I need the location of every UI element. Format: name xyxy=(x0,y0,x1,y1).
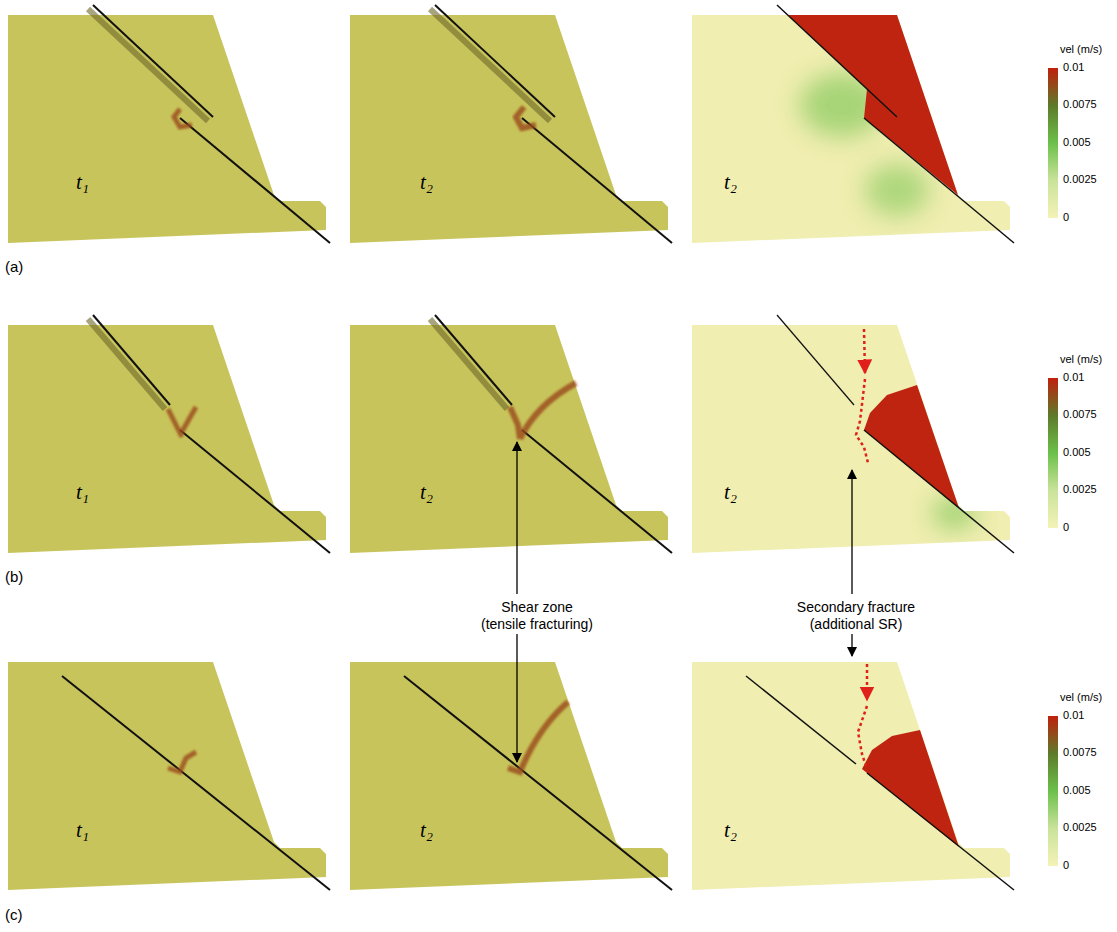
slope-panel-part xyxy=(88,319,165,409)
panel-label: (b) xyxy=(5,568,23,586)
slope-panel xyxy=(8,315,330,553)
leader-arrow xyxy=(851,470,852,594)
color-bar xyxy=(1048,378,1058,528)
colorbar-tick: 0.0025 xyxy=(1063,173,1097,186)
time-label: t₂ xyxy=(420,818,433,843)
time-label: t₁ xyxy=(76,170,89,195)
slope-panel-part xyxy=(8,325,326,553)
slope-panel-part xyxy=(522,118,672,243)
slope-panel xyxy=(350,662,672,890)
colorbar-title: vel (m/s) xyxy=(1060,43,1102,56)
velocity-panel-part xyxy=(777,5,897,117)
slope-panel xyxy=(8,662,330,890)
slope-panel-part xyxy=(510,383,576,439)
velocity-panel xyxy=(692,315,1014,553)
velocity-panel-part xyxy=(864,430,1014,553)
velocity-panel-part xyxy=(692,325,1010,553)
slope-panel-part xyxy=(350,662,668,890)
time-label: t₂ xyxy=(724,480,737,505)
colorbar-tick: 0.005 xyxy=(1063,446,1091,459)
colorbar-tick: 0.01 xyxy=(1063,371,1084,384)
color-bar xyxy=(1048,716,1058,866)
velocity-panel-part xyxy=(692,15,1010,243)
velocity-panel-part xyxy=(864,118,1014,243)
velocity-panel-part xyxy=(858,706,867,766)
time-label: t₂ xyxy=(724,818,737,843)
velocity-panel-part xyxy=(867,773,1014,890)
velocity-panel-part xyxy=(777,315,854,405)
slope-panel-part xyxy=(174,109,192,127)
slope-panel-part xyxy=(62,676,330,890)
colorbar-title: vel (m/s) xyxy=(1060,691,1102,704)
slope-panel-part xyxy=(168,752,196,772)
colorbar-tick: 0.0025 xyxy=(1063,821,1097,834)
colorbar-tick: 0.0075 xyxy=(1063,746,1097,759)
slope-panel-part xyxy=(404,676,672,890)
velocity-panel xyxy=(692,662,1014,890)
callout-label: Shear zone (tensile fracturing) xyxy=(479,598,595,634)
callout-label: Secondary fracture (additional SR) xyxy=(794,598,918,634)
slope-panel-part xyxy=(180,118,330,243)
slope-panel xyxy=(8,5,330,243)
colorbar-tick: 0.0025 xyxy=(1063,483,1097,496)
slope-panel-part xyxy=(430,319,507,409)
time-label: t₂ xyxy=(724,170,737,195)
velocity-panel-part xyxy=(864,385,959,508)
slope-panel-part xyxy=(522,430,672,553)
velocity-panel-part xyxy=(856,379,868,463)
slope-panel-part xyxy=(93,315,170,405)
velocity-panel-part xyxy=(864,329,865,373)
slope-panel-part xyxy=(88,9,208,121)
slope-panel-part xyxy=(180,430,330,553)
slope-panel-part xyxy=(350,325,668,553)
velocity-panel-part xyxy=(866,664,869,700)
time-label: t₁ xyxy=(76,818,89,843)
colorbar-tick: 0 xyxy=(1063,859,1069,872)
slope-panel-part xyxy=(93,5,213,117)
slope-panel-part xyxy=(516,107,536,128)
colorbar-tick: 0.0075 xyxy=(1063,408,1097,421)
colorbar-tick: 0.01 xyxy=(1063,709,1084,722)
colorbar-tick: 0 xyxy=(1063,521,1069,534)
slope-panel-part xyxy=(435,315,512,405)
slope-panel-part xyxy=(8,15,326,243)
color-bar xyxy=(1048,68,1058,218)
leader-arrow xyxy=(516,634,517,762)
colorbar-tick: 0.01 xyxy=(1063,61,1084,74)
colorbar-title: vel (m/s) xyxy=(1060,353,1102,366)
colorbar-tick: 0 xyxy=(1063,211,1069,224)
colorbar-tick: 0.0075 xyxy=(1063,98,1097,111)
panel-label: (a) xyxy=(5,258,23,276)
colorbar-tick: 0.005 xyxy=(1063,136,1091,149)
time-label: t₁ xyxy=(76,480,89,505)
velocity-panel-part-part xyxy=(865,164,929,216)
slope-panel-part xyxy=(350,15,668,243)
colorbar-tick: 0.005 xyxy=(1063,784,1091,797)
slope-panel xyxy=(350,5,672,243)
velocity-panel-part xyxy=(862,730,959,847)
velocity-panel-part xyxy=(746,676,856,764)
time-label: t₂ xyxy=(420,170,433,195)
slope-panel xyxy=(350,315,672,553)
slope-panel-part xyxy=(430,9,550,121)
leader-arrow xyxy=(516,442,517,594)
velocity-panel xyxy=(692,5,1014,243)
velocity-panel-part xyxy=(692,662,1010,890)
slope-panel-part xyxy=(8,662,326,890)
slope-panel-part xyxy=(168,407,196,437)
panel-label: (c) xyxy=(5,906,23,924)
leader-arrow xyxy=(851,634,852,656)
slope-panel-part xyxy=(435,5,555,117)
velocity-panel-part xyxy=(788,15,958,195)
time-label: t₂ xyxy=(420,480,433,505)
